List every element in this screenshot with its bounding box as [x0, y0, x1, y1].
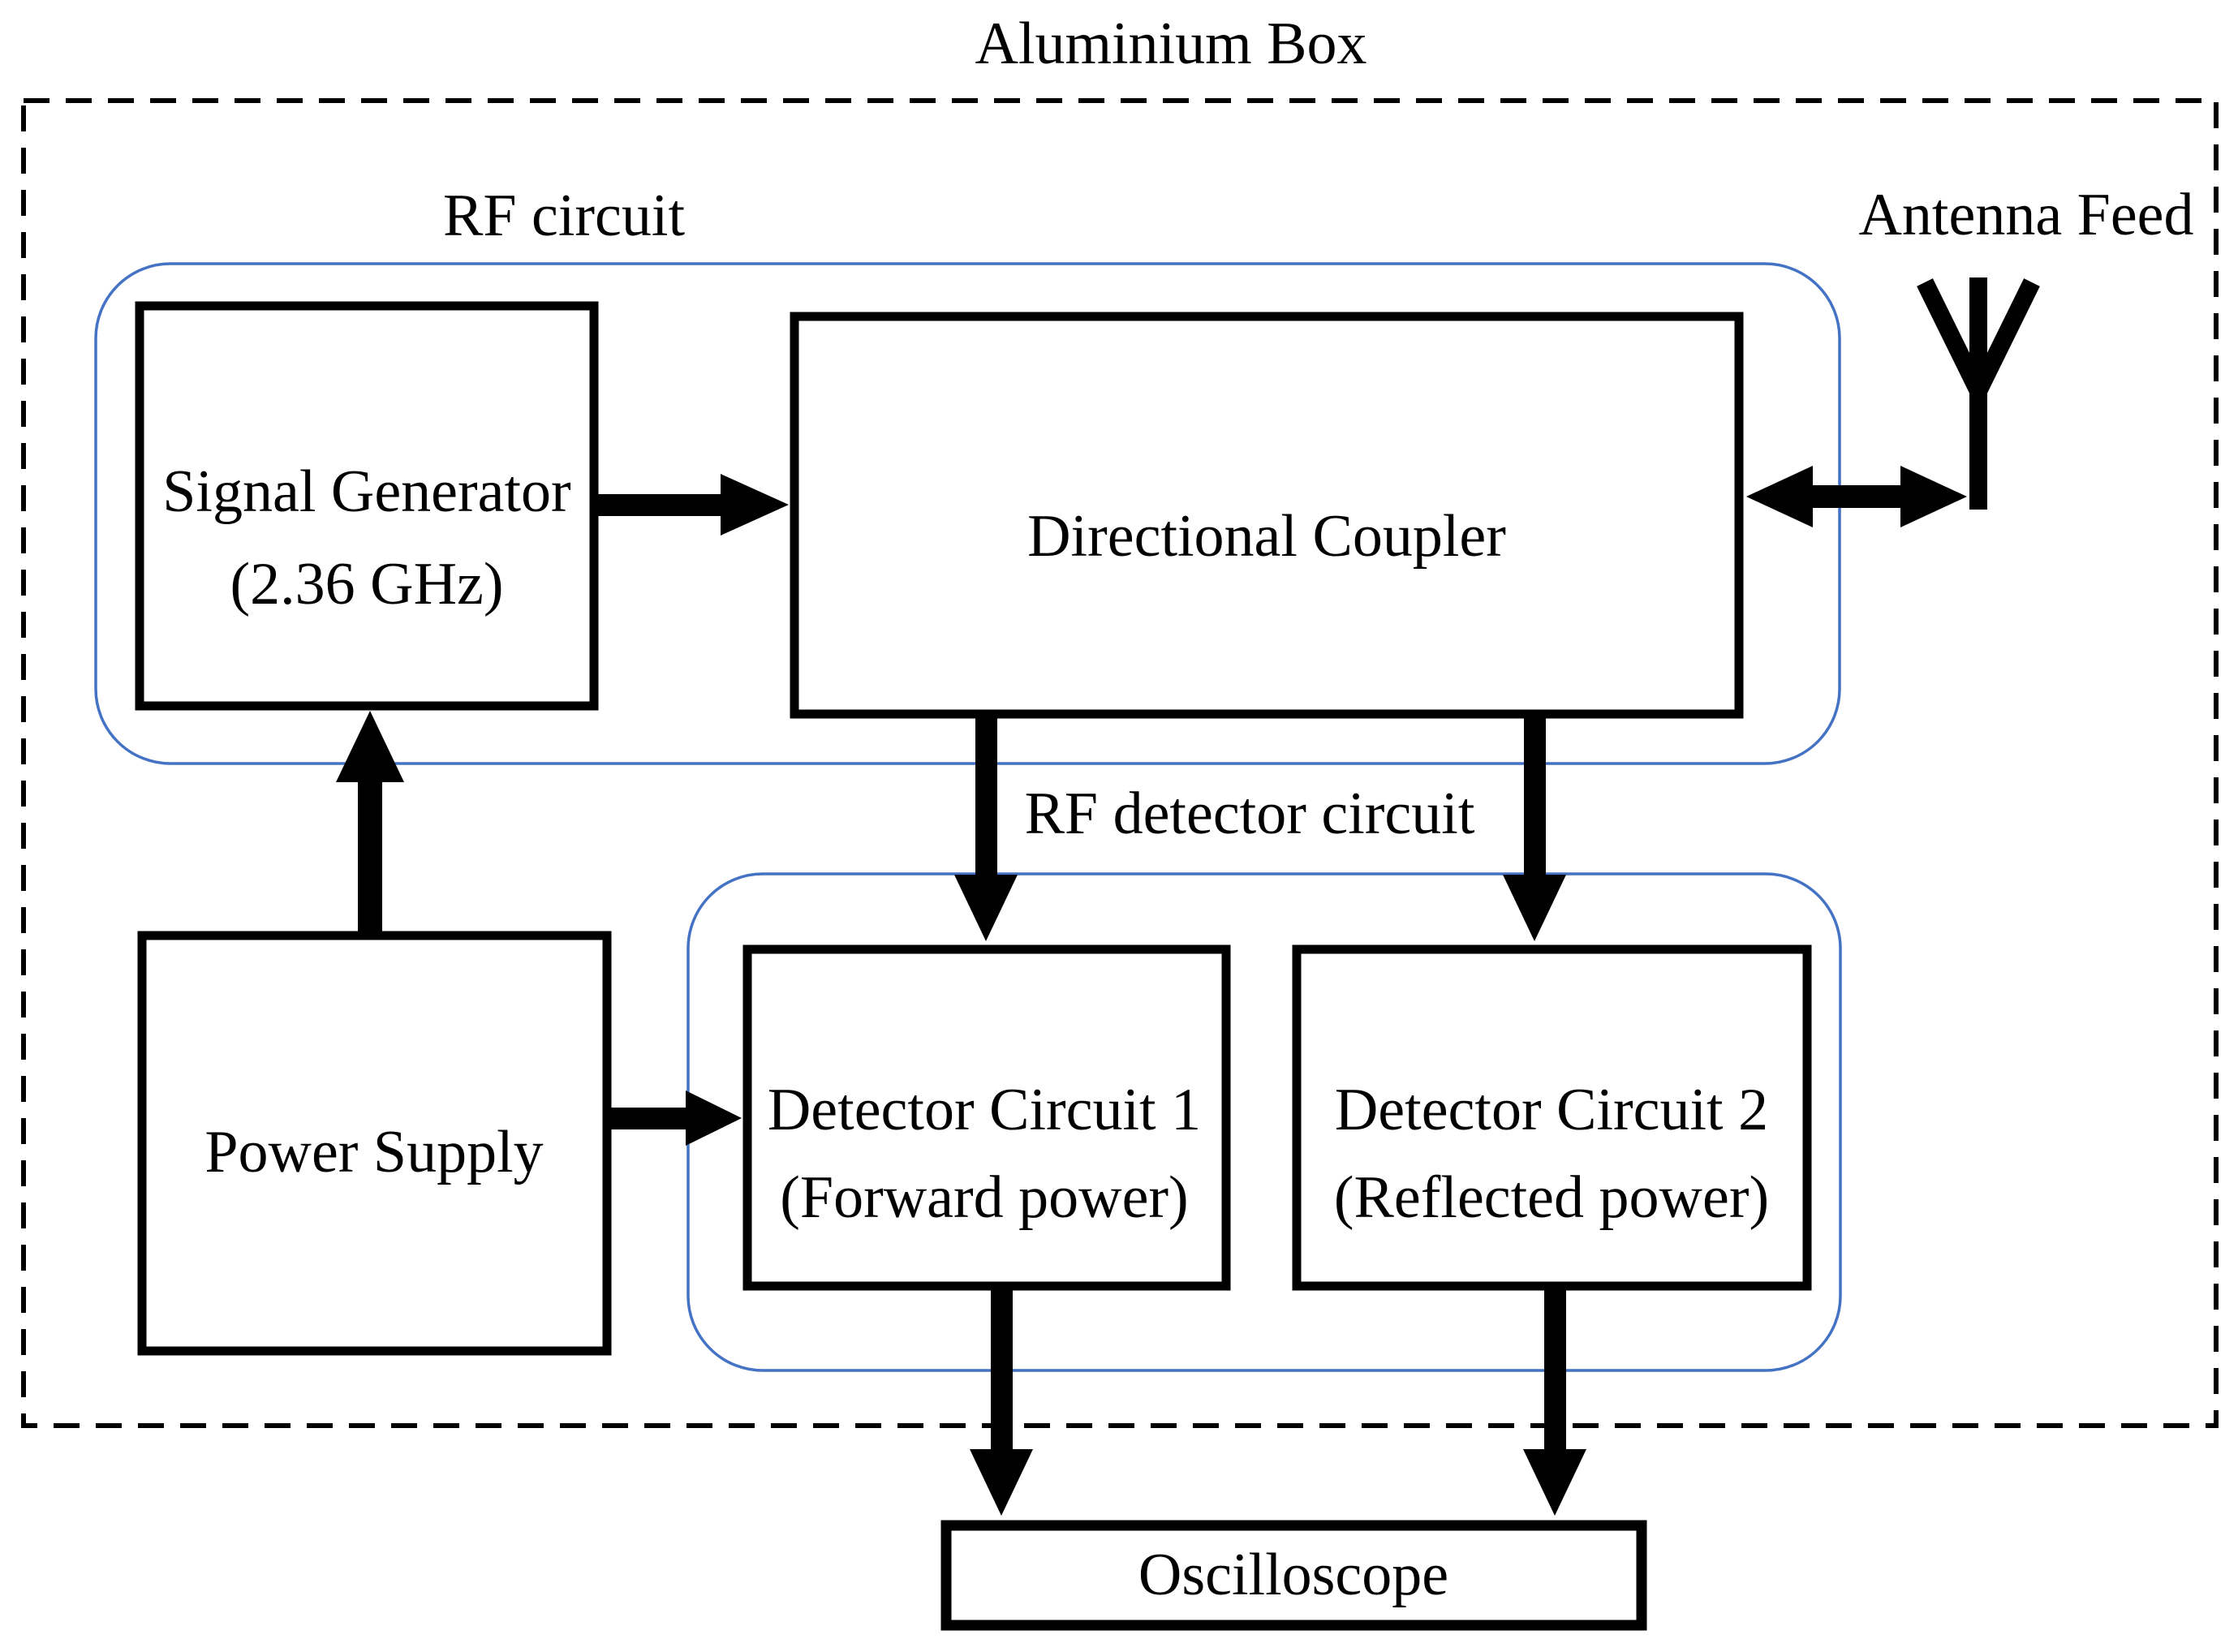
diagram-title: Aluminium Box: [975, 11, 1366, 77]
antenna-icon: [1917, 277, 2040, 510]
arrow-power-supply-to-signal-generator: [336, 711, 404, 933]
directional-coupler-block: [790, 312, 1744, 719]
signal-generator-label-line1: Signal Generator: [162, 458, 570, 525]
rf-detector-circuit-group-label: RF detector circuit: [1025, 781, 1475, 847]
signal-generator-block: [135, 301, 599, 711]
detector-circuit-1-label-line2: (Forward power): [780, 1164, 1188, 1231]
arrow-coupler-antenna-bidirectional: [1746, 466, 1967, 527]
power-supply-block: [137, 931, 612, 1356]
detector-circuit-1-block: [742, 944, 1231, 1291]
power-supply-label: Power Supply: [204, 1119, 543, 1185]
arrow-coupler-to-detector-1: [954, 714, 1018, 941]
rf-circuit-group-label: RF circuit: [443, 183, 685, 249]
rf-circuit-group-outline: [94, 262, 1841, 765]
arrow-power-supply-to-detector-1: [609, 1091, 742, 1146]
detector-circuit-1-label-line1: Detector Circuit 1: [768, 1077, 1201, 1143]
arrow-signal-generator-to-coupler: [598, 474, 789, 536]
aluminium-box-outline: [21, 98, 2219, 1428]
oscilloscope-block: [940, 1520, 1647, 1631]
arrow-detector-2-to-oscilloscope: [1523, 1284, 1586, 1516]
detector-circuit-2-label-line1: Detector Circuit 2: [1335, 1077, 1768, 1143]
signal-generator-label-line2: (2.36 GHz): [230, 551, 503, 617]
arrow-coupler-to-detector-2: [1503, 714, 1566, 941]
directional-coupler-label: Directional Coupler: [1027, 503, 1506, 570]
oscilloscope-label: Oscilloscope: [1138, 1542, 1448, 1608]
detector-circuit-2-label-line2: (Reflected power): [1334, 1164, 1769, 1231]
antenna-feed-label: Antenna Feed: [1858, 182, 2193, 248]
arrow-detector-1-to-oscilloscope: [970, 1284, 1033, 1516]
